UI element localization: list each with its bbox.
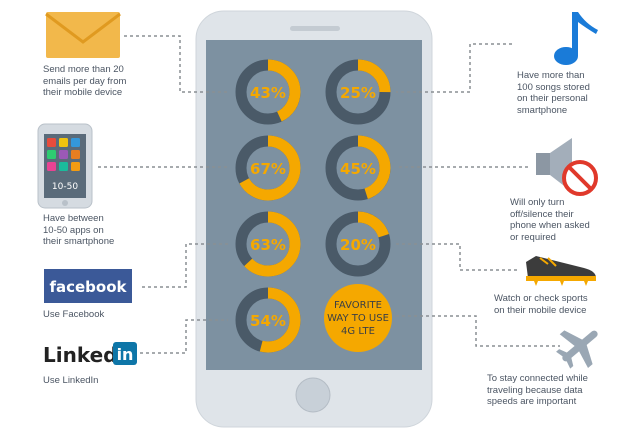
donut-chart-7: 54% [235,287,301,353]
donut-label: 67% [250,160,286,178]
donut-label: 54% [250,312,286,330]
donut-arc [235,59,301,125]
donut-label: 25% [340,84,376,102]
connector-linkedin [140,319,228,354]
donut-arc [325,135,391,201]
caption-travel: To stay connected while traveling becaus… [487,373,588,407]
favorite-badge: FAVORITE WAY TO USE 4G LTE [324,284,392,352]
connector-sports [396,243,520,271]
donut-chart-3: 67% [235,135,301,201]
facebook-logo-text: facebook [49,278,127,296]
donut-arc [325,59,391,125]
caption-linkedin: Use LinkedIn [43,375,99,386]
caption-music: Have more than 100 songs stored on their… [517,70,590,116]
donut-label: 63% [250,236,286,254]
donut-chart-2: 25% [325,59,391,125]
donut-arc [235,287,301,353]
linkedin-logo-text: Linked [43,343,117,367]
donut-label: 20% [340,236,376,254]
donut-chart-6: 20% [325,211,391,277]
sports-shoe-icon [526,256,596,286]
connector-facebook [142,243,228,288]
apps-screen-text: 10-50 [52,182,78,192]
favorite-line1: FAVORITE [334,300,382,311]
connector-travel [396,315,560,347]
donut-chart-4: 45% [325,135,391,201]
muted-speaker-icon [536,138,598,196]
home-button[interactable] [295,377,331,413]
facebook-logo: facebook [44,269,132,303]
airplane-icon [556,330,598,369]
connector-music [396,43,512,93]
caption-facebook: Use Facebook [43,309,105,320]
donut-label: 45% [340,160,376,178]
favorite-line3: 4G LTE [341,326,375,337]
donut-chart-5: 63% [235,211,301,277]
caption-emails: Send more than 20 emails per day from th… [43,64,127,98]
donut-charts: 43% 25% 67% 45% 63% 20% 54% [235,59,391,353]
caption-sports: Watch or check sports on their mobile de… [494,293,588,316]
smartphone-apps-icon: 10-50 [37,123,93,209]
donut-chart-1: 43% [235,59,301,125]
speaker-slot [290,26,340,31]
caption-silence: Will only turn off/silence their phone w… [510,197,590,243]
donut-arc [235,211,301,277]
caption-apps: Have between 10-50 apps on their smartph… [43,213,115,247]
donut-label: 43% [250,84,286,102]
donut-arc [325,211,391,277]
favorite-line2: WAY TO USE [327,313,389,324]
donut-arc [235,135,301,201]
music-note-icon [554,12,598,65]
linkedin-logo-badge: in [117,345,134,364]
envelope-icon [45,12,121,58]
connector-lines [98,35,560,354]
linkedin-logo: Linked in [43,342,137,367]
connector-emails [124,35,230,93]
smartphone-frame [195,10,433,428]
